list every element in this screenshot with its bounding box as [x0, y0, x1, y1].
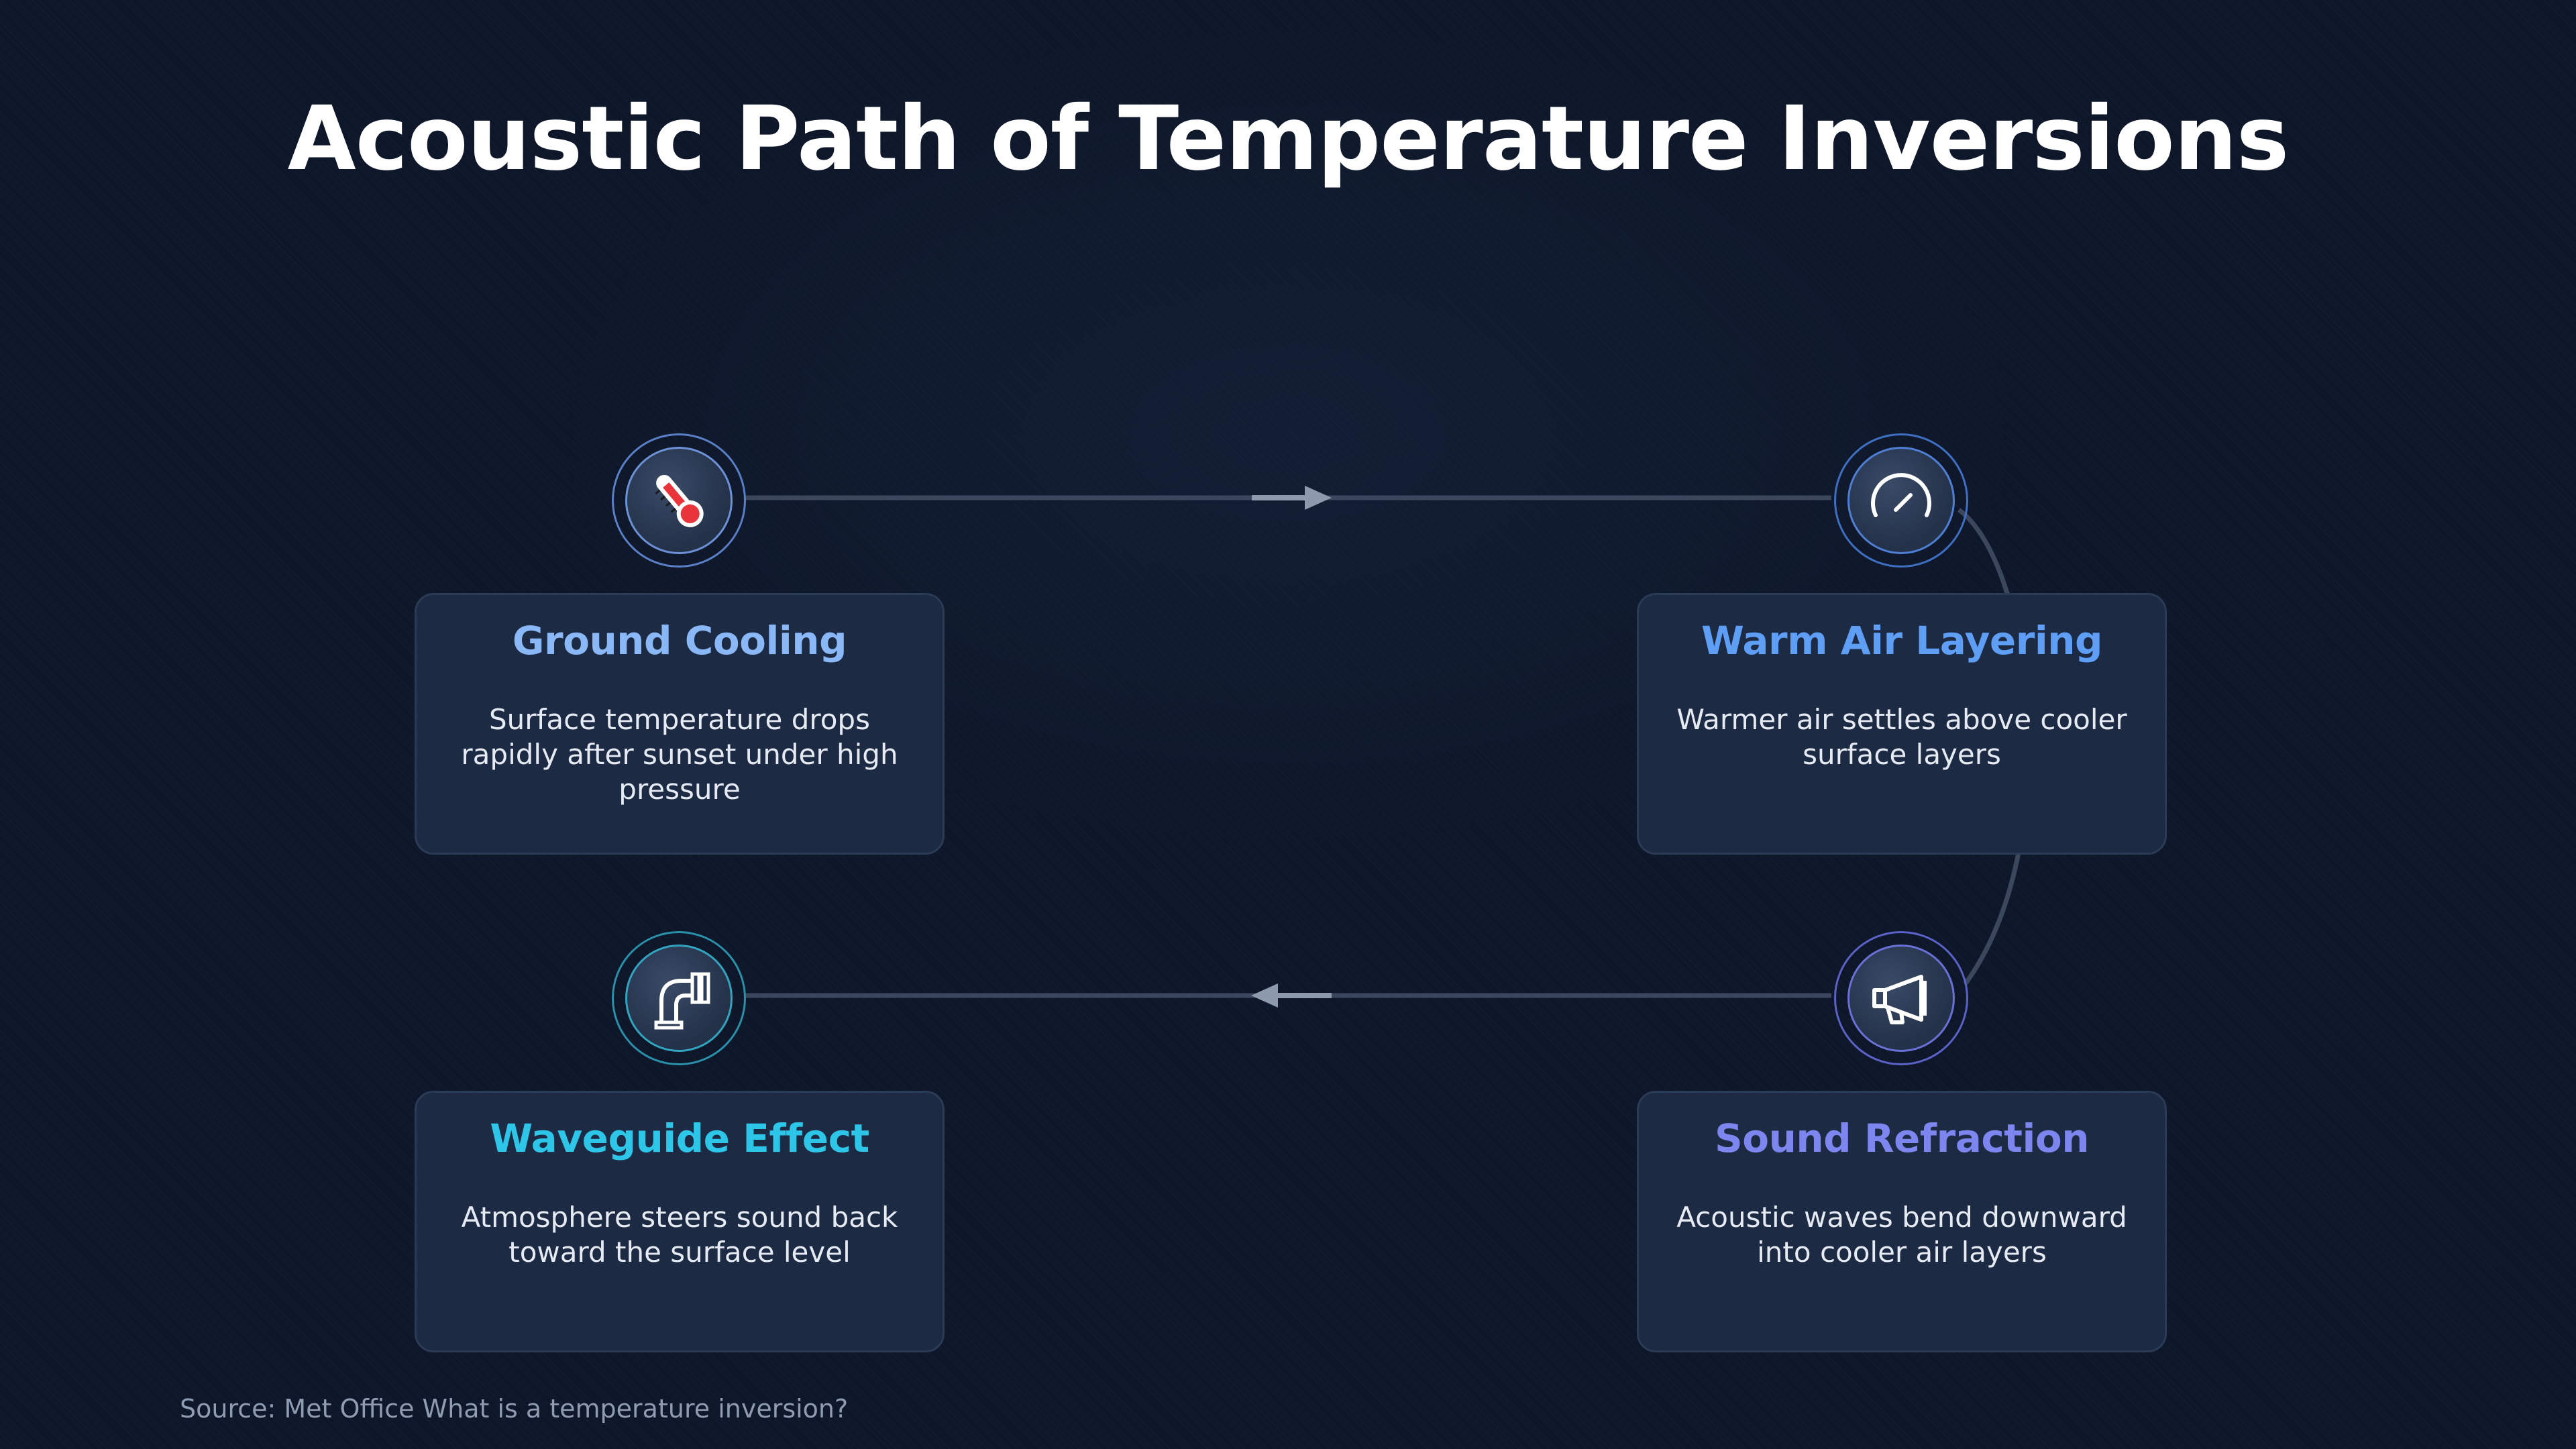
step-title: Warm Air Layering: [1701, 618, 2103, 663]
pipe-icon: [654, 972, 710, 1030]
thermometer-icon: [655, 474, 704, 527]
step-card-waveguide-effect: Waveguide Effect Atmosphere steers sound…: [415, 1091, 945, 1352]
step-node-ground-cooling: [612, 433, 746, 568]
step-card-warm-air-layering: Warm Air Layering Warmer air settles abo…: [1637, 593, 2167, 855]
page-title: Acoustic Path of Temperature Inversions: [287, 87, 2290, 191]
source-note: Source: Met Office What is a temperature…: [180, 1394, 849, 1424]
step-description: Atmosphere steers sound back toward the …: [461, 1201, 898, 1269]
step-description: Warmer air settles above cooler surface …: [1676, 703, 2127, 771]
step-title: Ground Cooling: [512, 618, 847, 663]
arrow-right-icon: [1252, 486, 1332, 510]
step-title: Waveguide Effect: [490, 1116, 869, 1161]
step-node-sound-refraction: [1834, 931, 1968, 1065]
step-node-waveguide-effect: [612, 931, 746, 1065]
step-card-sound-refraction: Sound Refraction Acoustic waves bend dow…: [1637, 1091, 2167, 1352]
gauge-icon: [1871, 473, 1931, 517]
step-title: Sound Refraction: [1714, 1116, 2090, 1161]
step-node-warm-air-layering: [1834, 433, 1968, 568]
step-card-ground-cooling: Ground Cooling Surface temperature drops…: [415, 593, 945, 855]
megaphone-icon: [1872, 975, 1927, 1024]
arrow-left-icon: [1251, 983, 1332, 1008]
step-description: Acoustic waves bend downward into cooler…: [1676, 1201, 2127, 1269]
step-description: Surface temperature drops rapidly after …: [461, 703, 898, 806]
